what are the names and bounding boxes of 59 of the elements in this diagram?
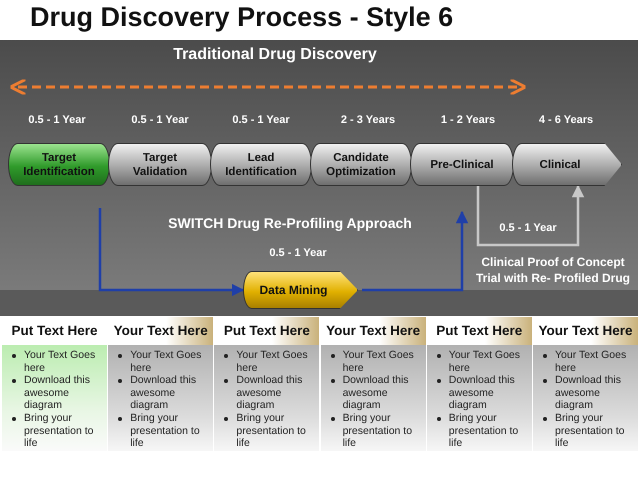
process-cylinder: [512, 143, 622, 186]
duration-label: 0.5 - 1 Year: [130, 114, 190, 126]
data-mining-capsule: [243, 271, 358, 309]
bullet-text: Your Text Goes here: [448, 349, 520, 374]
step-label: Candidate Optimization: [325, 150, 397, 178]
duration-label: 0.5 - 1 Year: [27, 114, 87, 126]
card-heading: Your Text Here: [108, 317, 214, 345]
bullet-text: Your Text Goes here: [342, 349, 414, 374]
step-label: Lead Identification: [224, 150, 298, 178]
step-label: Target Validation: [132, 150, 188, 178]
arrow: [476, 184, 584, 246]
bullet-text: Download this awesome diagram: [236, 374, 302, 412]
step-label: Data Mining: [260, 283, 328, 297]
text-card: [320, 317, 426, 451]
bullet-text: Bring your presentation to life: [555, 412, 624, 450]
process-cylinder: [8, 143, 110, 186]
bullet-text: Bring your presentation to life: [236, 412, 306, 450]
title: Drug Discovery Process - Style 6: [30, 2, 454, 33]
bullet-text: Your Text Goes here: [555, 349, 626, 374]
bullet-text: Download this awesome diagram: [342, 374, 409, 412]
bullet-text: Bring your presentation to life: [24, 412, 94, 450]
process-cylinder: [210, 143, 312, 186]
bullet-text: Download this awesome diagram: [24, 374, 90, 412]
card-heading: Put Text Here: [214, 317, 320, 345]
process-cylinder: [108, 143, 212, 186]
duration-label: 2 - 3 Years: [340, 114, 396, 126]
process-cylinder: [410, 143, 514, 186]
bullet-text: Your Text Goes here: [24, 349, 96, 374]
bullet-text: Bring your presentation to life: [130, 412, 200, 450]
text-card: [214, 317, 320, 451]
bullet-text: Bring your presentation to life: [342, 412, 412, 450]
text-card: [108, 317, 214, 451]
duration-label: 1 - 2 Years: [440, 114, 496, 126]
bullet-text: Bring your presentation to life: [448, 412, 518, 450]
bullet-text: Download this awesome diagram: [555, 374, 621, 412]
card-heading: Put Text Here: [2, 317, 107, 345]
text-card: [426, 317, 532, 451]
duration-label: 0.5 - 1 Year: [231, 114, 291, 126]
text-card: [533, 317, 638, 451]
card-heading: Put Text Here: [426, 317, 532, 345]
duration-label: 4 - 6 Years: [538, 114, 594, 126]
arrow: [362, 210, 468, 292]
step-label: Pre-Clinical: [430, 158, 494, 172]
card-heading: Your Text Here: [533, 317, 638, 345]
bullet-text: Your Text Goes here: [236, 349, 308, 374]
process-cylinder: [310, 143, 412, 186]
duration-label: 0.5 - 1 Year: [268, 247, 328, 259]
arrow: [98, 208, 244, 296]
section-label: SWITCH Drug Re-Profiling Approach: [167, 214, 413, 232]
text-card: [2, 317, 107, 451]
bullet-text: Your Text Goes here: [130, 349, 202, 374]
section-label: Traditional Drug Discovery: [172, 45, 378, 65]
step-label: Clinical: [540, 158, 580, 172]
section-label: Clinical Proof of Concept Trial with Re- Profiled Drug: [474, 255, 631, 286]
bullet-text: Download this awesome diagram: [130, 374, 196, 412]
edge-label: 0.5 - 1 Year: [498, 222, 558, 234]
step-label: Target Identification: [22, 150, 96, 178]
card-heading: Your Text Here: [320, 317, 426, 345]
bullet-text: Download this awesome diagram: [448, 374, 515, 412]
